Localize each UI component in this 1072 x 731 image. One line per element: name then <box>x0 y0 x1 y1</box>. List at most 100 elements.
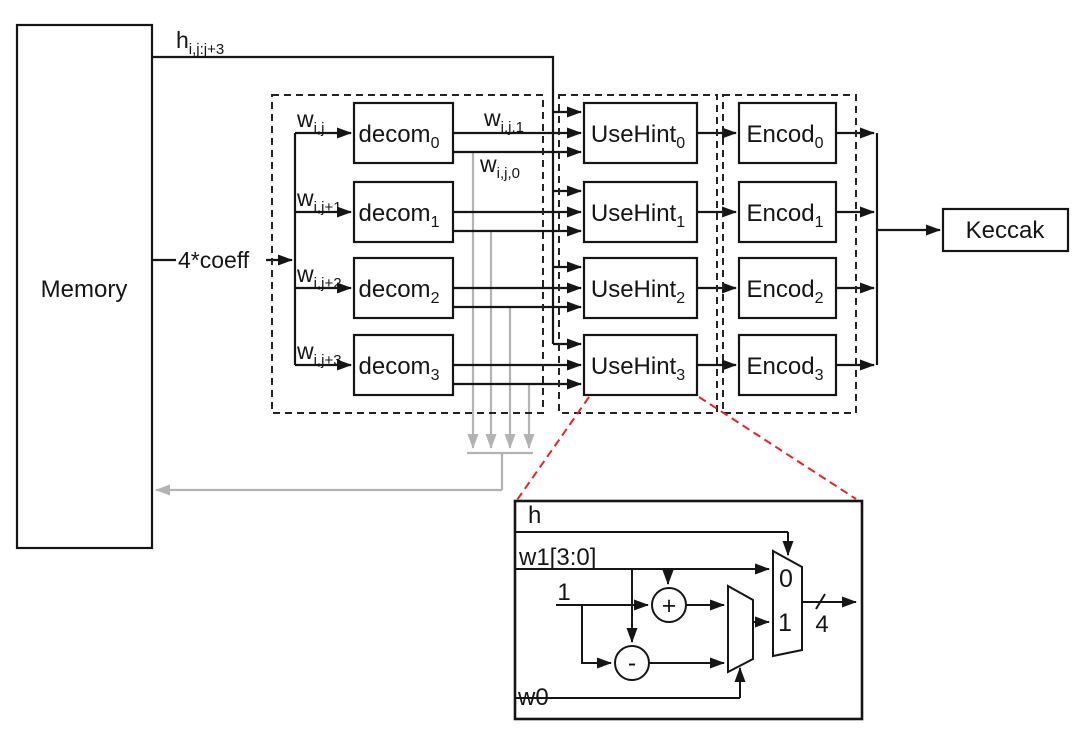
pipeline-row-3: wi,j+3 decom3 UseHint3 Encod3 <box>296 333 875 397</box>
encod2-box <box>737 256 838 320</box>
decom1-box <box>352 180 455 244</box>
encod1-sub: 1 <box>815 214 824 231</box>
encod3-sub: 3 <box>815 367 824 384</box>
usehint0-sub: 0 <box>676 135 685 152</box>
inset-h-label: h <box>528 502 541 529</box>
bitwidth-slash <box>815 593 826 610</box>
row1-input-label: wi,j+1 <box>296 185 342 216</box>
encod0-box <box>737 101 838 165</box>
zoom-indicator-right <box>698 396 857 500</box>
usehint2-sub: 2 <box>676 290 685 307</box>
decom-output-labels: wi,j,1 wi,j,0 <box>479 105 524 182</box>
usehint1-label: UseHint1 <box>591 200 685 231</box>
subtractor-icon: - <box>628 649 636 677</box>
adder-icon: + <box>662 592 677 620</box>
encod3-label: Encod3 <box>747 353 824 384</box>
pipeline-row-2: wi,j+2 decom2 UseHint2 Encod2 <box>296 256 875 320</box>
row3-input-base: w <box>296 338 314 364</box>
decom2-box <box>352 256 455 320</box>
row0-input-label: wi,j <box>296 106 324 137</box>
inset-w1-label: w1[3:0] <box>518 544 596 571</box>
inner-mux <box>727 584 754 674</box>
output-mux <box>772 549 803 658</box>
h-bus-label-sub: i,j:j+3 <box>189 41 224 58</box>
decom3-label: decom3 <box>359 353 440 384</box>
usehint1-box <box>582 180 699 244</box>
mux-input-0-label: 0 <box>779 565 793 593</box>
encod0-label: Encod0 <box>747 121 824 152</box>
coeff-label: 4*coeff <box>178 247 250 273</box>
row3-input-sub: i,j+3 <box>314 352 342 369</box>
row2-input-label: wi,j+2 <box>296 261 342 292</box>
decom-out-upper-base: w <box>483 105 501 131</box>
h-bus-line <box>152 55 555 344</box>
h-bus-label: hi,j:j+3 <box>176 27 224 58</box>
usehint3-base: UseHint <box>591 353 677 380</box>
encod3-box <box>737 333 838 397</box>
encod2-base: Encod <box>747 276 815 303</box>
encod0-base: Encod <box>747 121 815 148</box>
encod1-box <box>737 180 838 244</box>
usehint3-box <box>582 333 699 397</box>
encod-group-box <box>722 94 857 414</box>
decom0-sub: 0 <box>431 135 440 152</box>
inset-one-to-subtractor <box>581 605 612 669</box>
usehint0-label: UseHint0 <box>591 121 685 152</box>
encod2-sub: 2 <box>815 290 824 307</box>
keccak-label: Keccak <box>966 217 1046 244</box>
decom3-box <box>352 333 455 397</box>
usehint1-sub: 1 <box>676 214 685 231</box>
usehint1-base: UseHint <box>591 200 677 227</box>
decom1-base: decom <box>359 200 431 227</box>
zoom-indicator-left <box>516 396 590 501</box>
inset-frame <box>513 499 864 721</box>
row0-input-sub: i,j <box>314 120 325 137</box>
usehint2-base: UseHint <box>591 276 677 303</box>
output-collector: Keccak <box>875 133 1070 365</box>
decom3-base: decom <box>359 353 431 380</box>
bitwidth-label: 4 <box>815 611 828 638</box>
usehint3-sub: 3 <box>676 367 685 384</box>
memory-block: Memory <box>15 23 154 550</box>
dashed-group-boxes <box>271 94 857 414</box>
mux-input-1-label: 1 <box>778 609 792 637</box>
row1-input-base: w <box>296 185 314 211</box>
encod3-base: Encod <box>747 353 815 380</box>
decom2-base: decom <box>359 276 431 303</box>
decom2-sub: 2 <box>431 290 440 307</box>
encod2-label: Encod2 <box>747 276 824 307</box>
encod1-label: Encod1 <box>747 200 824 231</box>
pipeline-row-0: wi,j decom0 UseHint0 Encod0 <box>296 101 875 165</box>
row2-input-sub: i,j+2 <box>314 275 342 292</box>
inset-one-label: 1 <box>557 579 570 606</box>
decom-out-upper-sub: i,j,1 <box>501 119 524 136</box>
h-bus: hi,j:j+3 <box>152 27 582 350</box>
decom-out-lower-label: wi,j,0 <box>479 151 520 182</box>
coeff-input: 4*coeff <box>152 243 293 273</box>
usehint2-box <box>582 256 699 320</box>
coeff-label-bg <box>176 243 266 272</box>
memory-label: Memory <box>41 276 128 303</box>
row1-input-sub: i,j+1 <box>314 199 342 216</box>
decom0-label: decom0 <box>359 121 440 152</box>
usehint-detail-inset: h w1[3:0] 1 + - 0 1 4 w0 <box>513 499 864 721</box>
usehint0-base: UseHint <box>591 121 677 148</box>
input-bus <box>293 127 352 371</box>
decom-out-lower-sub: i,j,0 <box>497 165 520 182</box>
decom1-sub: 1 <box>431 214 440 231</box>
decom-out-upper-label: wi,j,1 <box>483 105 524 136</box>
usehint3-label: UseHint3 <box>591 353 685 384</box>
encod1-base: Encod <box>747 200 815 227</box>
decom-out-lower-base: w <box>479 151 497 177</box>
decom1-label: decom1 <box>359 200 440 231</box>
usehint-group-box <box>558 94 718 414</box>
row0-input-base: w <box>296 106 314 132</box>
memory-box <box>15 23 154 550</box>
decom2-label: decom2 <box>359 276 440 307</box>
usehint2-label: UseHint2 <box>591 276 685 307</box>
decom3-sub: 3 <box>431 367 440 384</box>
feedback-path <box>155 152 535 496</box>
h-bus-label-base: h <box>176 27 189 53</box>
usehint0-box <box>582 101 699 165</box>
